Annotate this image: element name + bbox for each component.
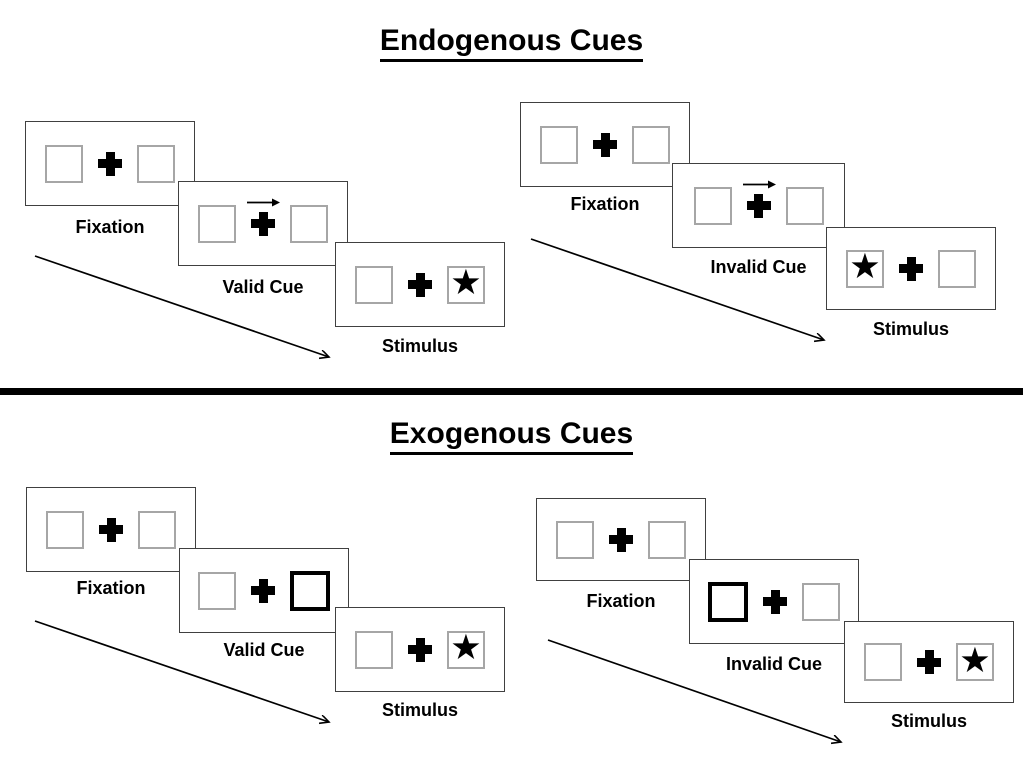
panel-label-fixation: Fixation [586, 591, 656, 611]
placeholder-box-left [198, 204, 236, 243]
exo-valid-stimulus-panel: ★ [335, 607, 505, 692]
fixation-cross-icon [408, 272, 432, 297]
fixation-cross-icon [251, 578, 275, 603]
panel-label-fixation: Fixation [570, 194, 640, 214]
placeholder-box-left [355, 265, 393, 304]
target-star-box: ★ [846, 247, 884, 288]
fixation-cross-icon [408, 637, 432, 662]
fixation-cross-icon [899, 256, 923, 281]
exo-valid-fixation-panel [26, 487, 196, 572]
exo-invalid-stimulus-panel: ★ [844, 621, 1014, 703]
placeholder-box-right [632, 125, 670, 164]
panel-label-fixation: Fixation [76, 578, 146, 598]
placeholder-box-right [138, 510, 176, 549]
target-star-box: ★ [447, 628, 485, 669]
section-title-text: Exogenous Cues [389, 417, 634, 455]
endo-valid-cue-panel [178, 181, 348, 266]
target-star-box: ★ [447, 263, 485, 304]
placeholder-box-left [556, 520, 594, 559]
right-arrow-cue-icon [742, 180, 776, 188]
placeholder-box-left [864, 643, 902, 681]
placeholder-box-left [45, 144, 83, 183]
placeholder-box-right [785, 186, 824, 225]
endo-valid-fixation-panel [25, 121, 195, 206]
panel-label-fixation: Fixation [75, 217, 145, 237]
section-title-endogenous: Endogenous Cues [0, 24, 1023, 62]
endo-invalid-fixation-panel [520, 102, 690, 187]
placeholder-box-left [540, 125, 578, 164]
panel-label-invalid-cue: Invalid Cue [710, 257, 807, 277]
fixation-cross-icon [593, 132, 617, 157]
star-icon: ★ [849, 247, 881, 287]
endo-valid-stimulus-panel: ★ [335, 242, 505, 327]
placeholder-box-right [802, 582, 840, 621]
fixation-cross-icon [99, 517, 123, 542]
panel-label-valid-cue: Valid Cue [223, 640, 305, 660]
fixation-cross-icon [98, 151, 122, 176]
panel-label-stimulus: Stimulus [381, 336, 458, 356]
exo-invalid-cue-panel [689, 559, 859, 644]
highlighted-cue-box [708, 581, 748, 622]
placeholder-box-left [355, 630, 393, 669]
highlighted-cue-box [290, 570, 330, 611]
placeholder-box-left [693, 186, 732, 225]
right-arrow-cue-icon [247, 198, 280, 206]
exo-invalid-fixation-panel [536, 498, 706, 581]
placeholder-box-right [137, 144, 175, 183]
panel-label-stimulus: Stimulus [381, 700, 458, 720]
panel-label-valid-cue: Valid Cue [222, 277, 304, 297]
endo-invalid-stimulus-panel: ★ [826, 227, 996, 310]
panel-label-stimulus: Stimulus [872, 319, 949, 339]
placeholder-box-right [938, 249, 976, 288]
placeholder-box-right [290, 204, 328, 243]
section-title-exogenous: Exogenous Cues [0, 417, 1023, 455]
fixation-cross-icon [917, 650, 941, 674]
panel-label-invalid-cue: Invalid Cue [725, 654, 823, 674]
star-icon: ★ [959, 640, 991, 681]
timeline-arrow-exo-valid [34, 620, 329, 722]
placeholder-box-left [46, 510, 84, 549]
endo-invalid-cue-panel [672, 163, 845, 248]
star-icon: ★ [450, 628, 482, 668]
timeline-arrow-endo-valid [34, 255, 329, 357]
section-title-text: Endogenous Cues [379, 24, 644, 62]
exo-valid-cue-panel [179, 548, 349, 633]
fixation-cross-icon [609, 527, 633, 552]
fixation-cross-icon [742, 180, 776, 218]
target-star-box: ★ [956, 643, 994, 681]
fixation-cross-icon [247, 198, 280, 236]
star-icon: ★ [450, 263, 482, 303]
placeholder-box-left [198, 571, 236, 610]
fixation-cross-icon [763, 589, 787, 614]
panel-label-stimulus: Stimulus [890, 711, 967, 731]
placeholder-box-right [648, 520, 686, 559]
timeline-arrow-endo-invalid [530, 238, 824, 340]
section-divider [0, 388, 1023, 395]
